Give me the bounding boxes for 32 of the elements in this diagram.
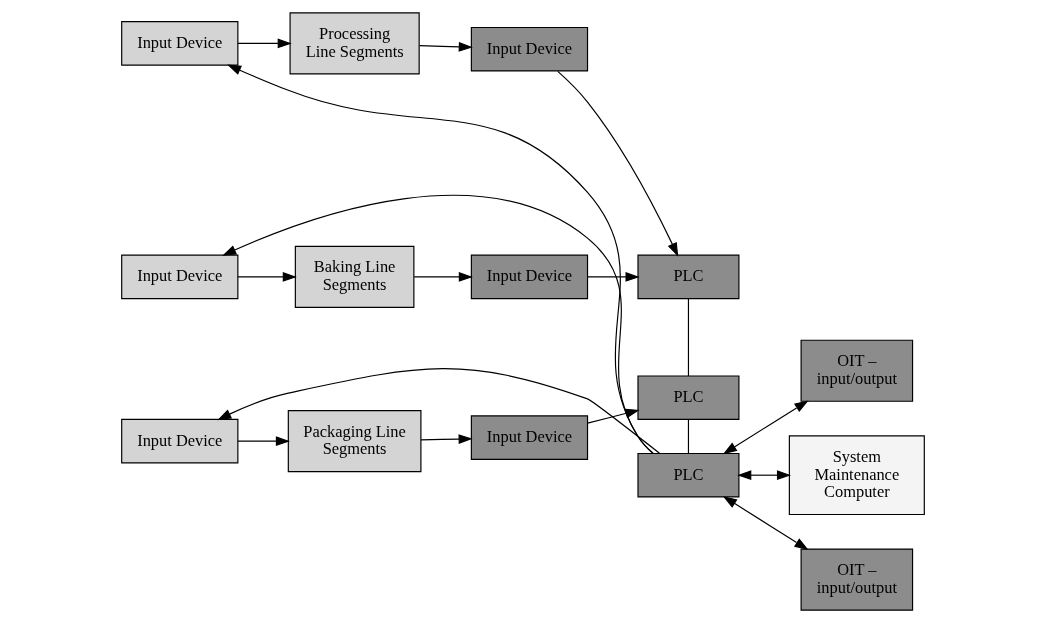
node-box: Input Device [120,418,238,464]
arrow [226,64,653,454]
arrow [722,496,809,550]
arrow [413,271,473,282]
node-box: Input Device [470,26,588,72]
connector [687,298,689,377]
arrow [586,408,640,424]
node-box: OIT – input/output [800,548,913,611]
arrow [236,271,297,282]
arrow [586,271,640,282]
arrow [216,368,660,454]
arrow [418,41,473,52]
node-box: PLC [636,452,739,498]
node-box: Input Device [470,415,588,460]
node-box: OIT – input/output [800,339,913,402]
node-box: Baking Line Segments [294,245,414,308]
node-box: System Maintenance Computer [788,435,925,516]
node-box: PLC [636,254,739,300]
arrow [236,436,290,447]
arrow [736,470,791,481]
arrow [722,400,809,455]
connector [687,418,689,454]
node-box: PLC [636,375,739,421]
node-box: Processing Line Segments [289,12,420,75]
arrow [221,195,654,454]
node-box: Input Device [470,254,588,300]
arrow [236,38,292,49]
node-box: Input Device [120,254,238,300]
node-box: Packaging Line Segments [287,410,421,473]
arrow [419,434,473,444]
arrow [556,70,678,257]
node-box: Input Device [120,21,238,66]
